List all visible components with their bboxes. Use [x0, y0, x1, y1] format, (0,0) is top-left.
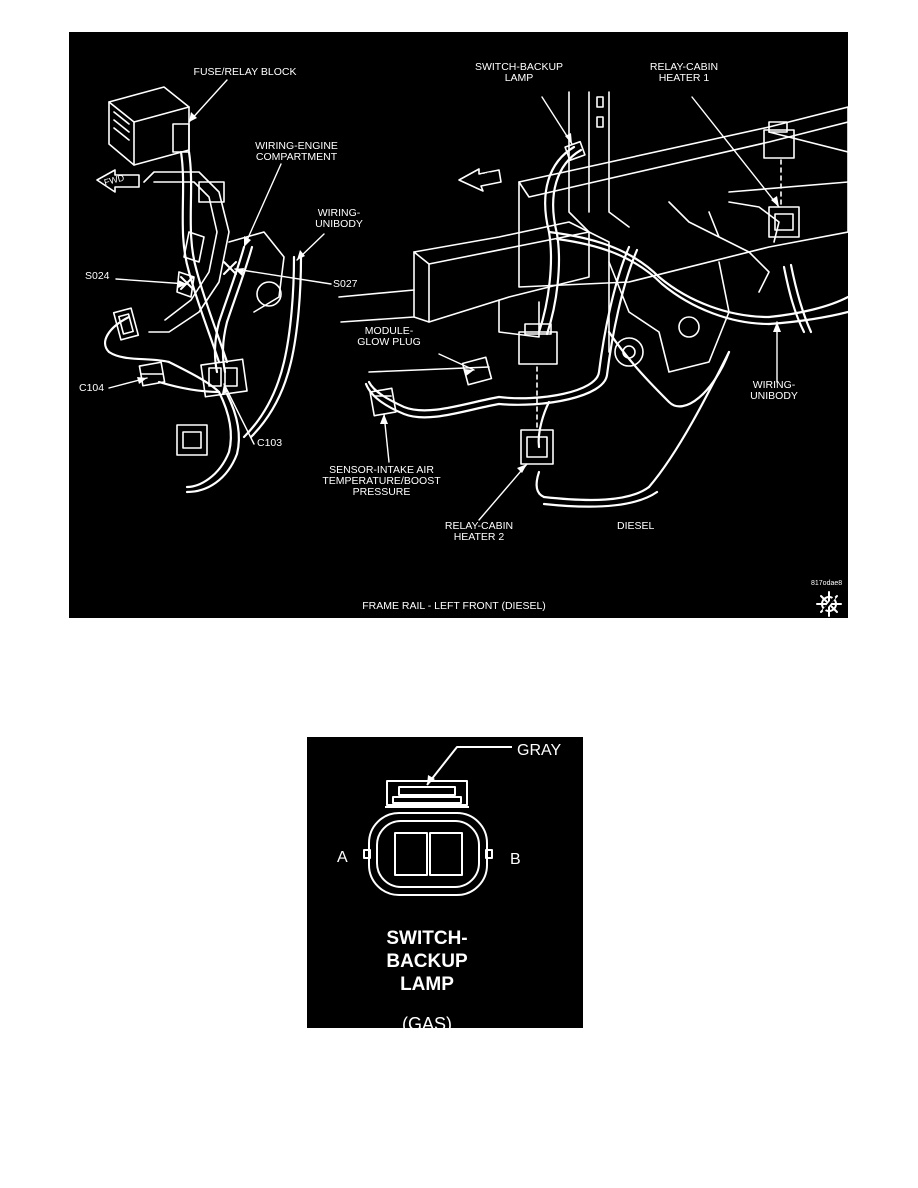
c103-connector-shapes: [176, 358, 248, 456]
module-glow-plug-label: MODULE- GLOW PLUG: [357, 325, 421, 348]
switch-backup-lamp-label: SWITCH-BACKUP LAMP: [474, 61, 564, 84]
fwd-arrow-right: [458, 168, 502, 192]
wiring-engine-compartment-label: WIRING-ENGINE COMPARTMENT: [255, 140, 338, 163]
splice-marks: [180, 261, 237, 290]
switch-backup-lamp-connector-shape: [564, 140, 586, 162]
relay-cabin-heater-1-label: RELAY-CABIN HEATER 1: [649, 61, 719, 84]
fuse-relay-block-shape: [108, 86, 190, 166]
engine-bracket-shape: [143, 171, 285, 333]
engine-harness-shape: [104, 150, 303, 494]
sensor-intake-air-shape: [369, 387, 397, 417]
relay-cabin-heater-2-label: RELAY-CABIN HEATER 2: [444, 520, 514, 543]
gear-icon: [816, 591, 842, 617]
s027-label: S027: [333, 278, 358, 290]
pin-b-label: B: [510, 851, 521, 868]
gray-leader-line: [426, 746, 512, 786]
connector-drawing: [363, 746, 512, 896]
connector-latch-shape: [385, 780, 469, 808]
s024-label: S024: [85, 270, 110, 282]
gray-label: GRAY: [517, 742, 562, 759]
fuse-relay-block-label: FUSE/RELAY BLOCK: [193, 66, 297, 78]
diesel-label: DIESEL: [617, 520, 655, 532]
gas-variant-label: (GAS): [401, 1014, 452, 1028]
fwd-arrow-left: [96, 169, 140, 193]
relay-cabin-heater-2-shape: [520, 429, 554, 465]
switch-backup-lamp-title: SWITCH- BACKUP LAMP: [386, 928, 468, 995]
c104-label: C104: [79, 382, 105, 394]
frame-rail-caption: FRAME RAIL - LEFT FRONT (DIESEL): [362, 600, 546, 612]
frame-rail-diagram: FWD FWD FUSE/RELAY BLOCK WIRING-ENGINE C…: [69, 32, 848, 618]
switch-backup-lamp-connector-diagram: GRAY A B SWITCH- BACKUP LAMP (GAS): [307, 737, 583, 1028]
wiring-unibody-left-label: WIRING- UNIBODY: [315, 207, 363, 230]
figure-code-label: 817odae8: [811, 580, 843, 587]
connector-body-shape: [363, 812, 493, 896]
frame-rail-drawing: [96, 79, 848, 617]
sensor-intake-air-label: SENSOR-INTAKE AIR TEMPERATURE/BOOST PRES…: [322, 464, 441, 498]
leader-lines: [108, 79, 780, 521]
relay-cabin-heater-1-shape: [763, 121, 800, 238]
wiring-unibody-right-label: WIRING- UNIBODY: [750, 379, 798, 402]
arrowheads: [137, 112, 781, 473]
pin-a-label: A: [337, 849, 348, 866]
module-glow-plug-shape: [461, 323, 558, 428]
c103-label: C103: [257, 437, 283, 449]
c104-connector-shapes: [112, 307, 166, 387]
